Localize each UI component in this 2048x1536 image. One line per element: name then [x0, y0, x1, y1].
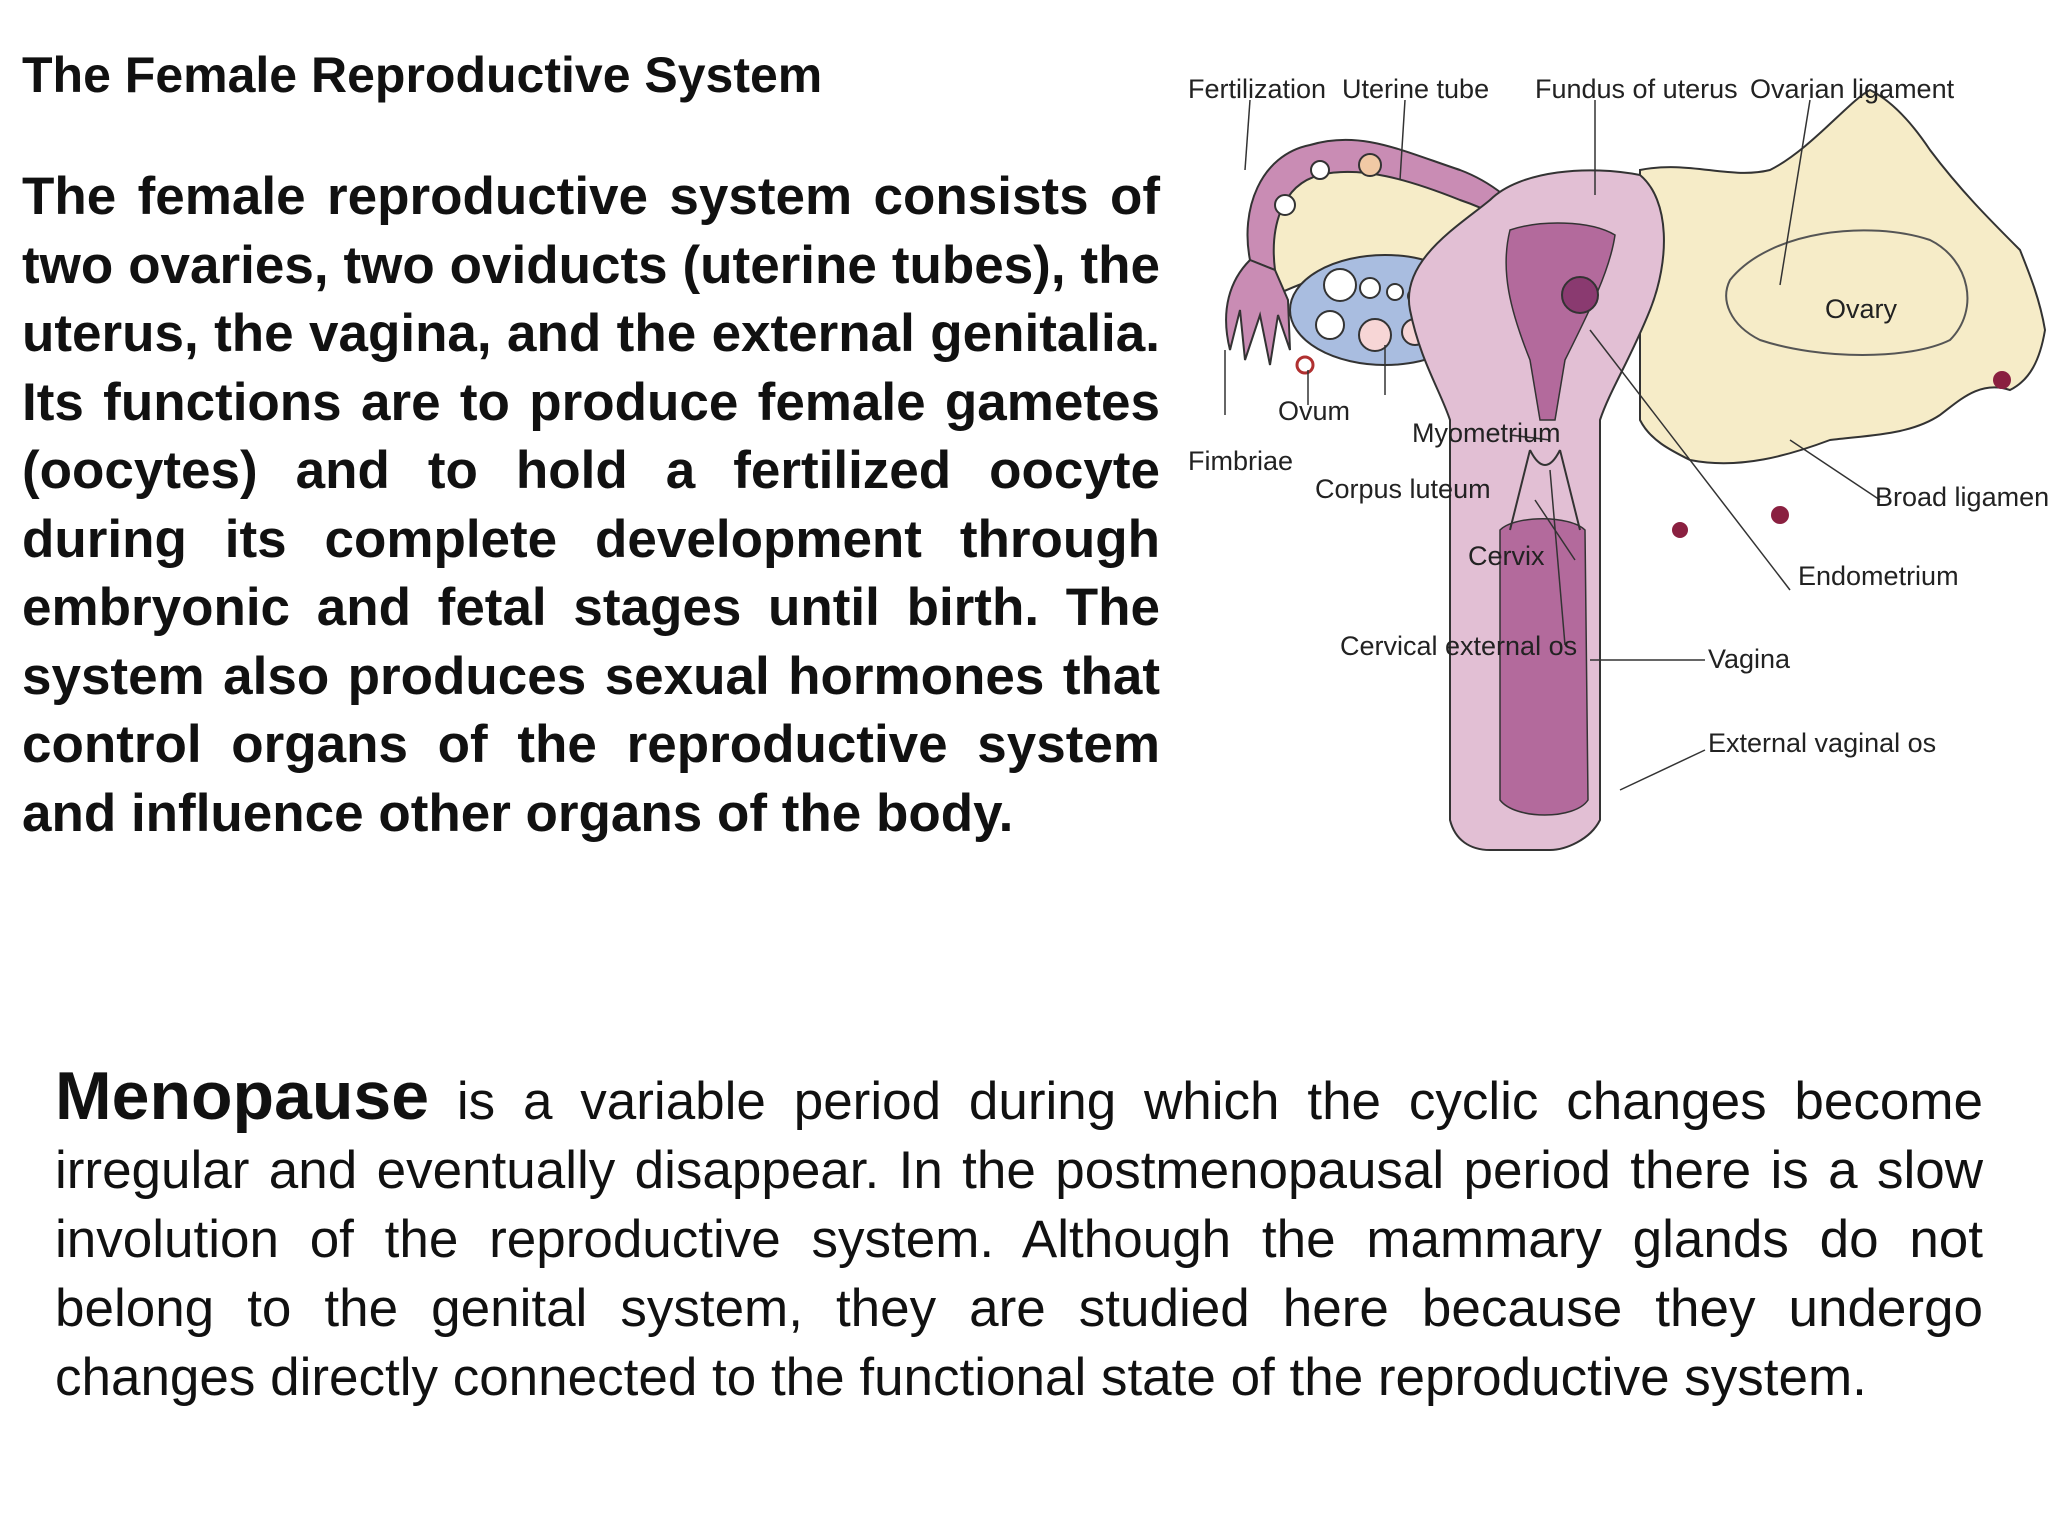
- diagram-canvas: Fertilization Uterine tube Fundus of ute…: [1188, 74, 2048, 851]
- menopause-paragraph: Menopause is a variable period during wh…: [55, 1062, 1983, 1412]
- follicle: [1386, 283, 1404, 301]
- ovum-in-tube: [1274, 194, 1296, 216]
- label-broad-ligament: Broad ligament: [1875, 482, 2048, 512]
- label-corpus-luteum: Corpus luteum: [1315, 474, 1491, 504]
- label-uterine-tube: Uterine tube: [1342, 74, 1489, 104]
- label-vagina: Vagina: [1708, 644, 1791, 674]
- follicle: [1323, 268, 1357, 302]
- cervix-shape: [1509, 449, 1581, 531]
- label-fundus-of-uterus: Fundus of uterus: [1535, 74, 1738, 104]
- right-ovary-outline: [1725, 229, 1969, 356]
- uterine-cavity-shape: [1505, 222, 1616, 421]
- intro-paragraph: The female reproductive system consists …: [22, 167, 1160, 843]
- follicle: [1359, 277, 1381, 299]
- menopause-term: Menopause: [55, 1058, 430, 1134]
- label-ovary: Ovary: [1825, 294, 1898, 324]
- label-ovarian-ligament: Ovarian ligament: [1750, 74, 1955, 104]
- fimbriae-shape: [1225, 258, 1291, 366]
- uterus-body-shape: [1407, 169, 1665, 851]
- released-ovum: [1295, 355, 1315, 375]
- page-title: The Female Reproductive System: [22, 47, 823, 103]
- reproductive-system-diagram: Fertilization Uterine tube Fundus of ute…: [1170, 60, 2048, 860]
- vessel-dot: [1771, 506, 1789, 524]
- label-fimbriae: Fimbriae: [1188, 446, 1293, 476]
- vaginal-canal-shape: [1499, 518, 1589, 816]
- label-external-vaginal-os: External vaginal os: [1708, 728, 1936, 758]
- fertilized-ovum: [1358, 153, 1382, 177]
- corpus-luteum-shape: [1358, 318, 1392, 352]
- broad-ligament-shape: [1639, 88, 2047, 465]
- leader-lines: [1224, 99, 1881, 791]
- implanted-embryo: [1561, 276, 1599, 314]
- ovum-in-tube: [1310, 160, 1330, 180]
- follicle: [1315, 310, 1345, 340]
- label-cervical-external-os: Cervical external os: [1340, 631, 1577, 661]
- label-fertilization: Fertilization: [1188, 74, 1326, 104]
- label-ovum: Ovum: [1278, 396, 1350, 426]
- vessel-dot: [1672, 522, 1688, 538]
- label-myometrium: Myometrium: [1412, 418, 1561, 448]
- label-cervix: Cervix: [1468, 541, 1545, 571]
- vessel-dot: [1993, 371, 2011, 389]
- label-endometrium: Endometrium: [1798, 561, 1959, 591]
- menopause-text: is a variable period during which the cy…: [55, 1072, 1983, 1407]
